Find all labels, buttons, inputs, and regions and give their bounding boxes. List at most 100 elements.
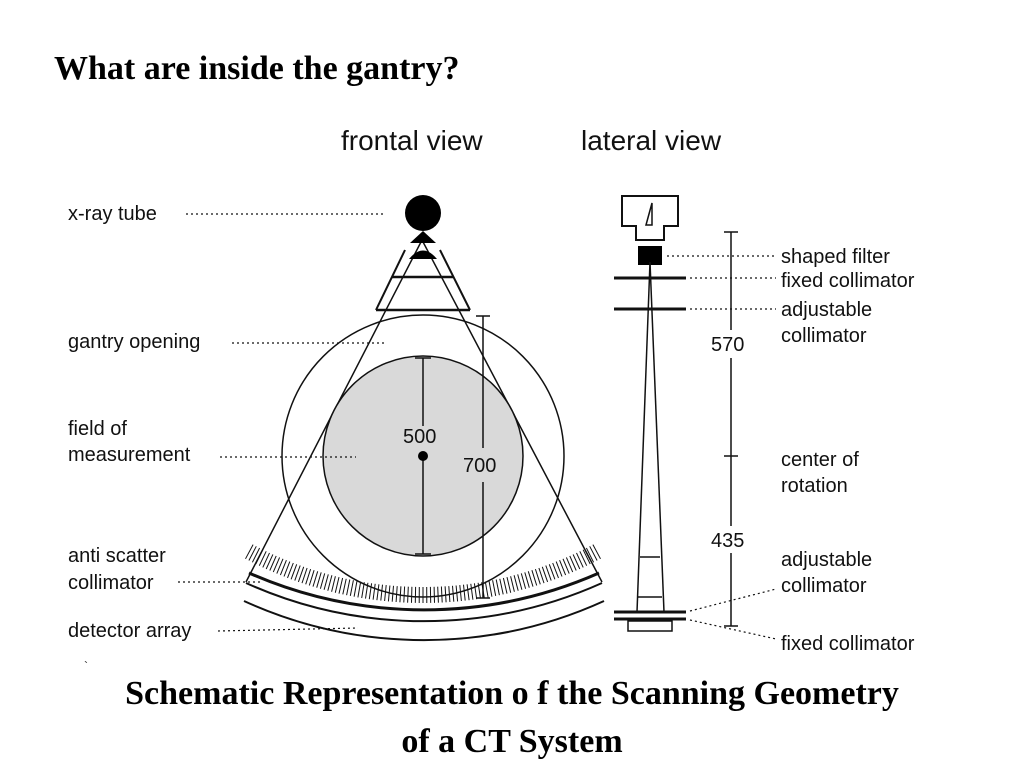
shaped-filter-block [638, 246, 662, 265]
detector-element [463, 584, 466, 601]
dimension-700: 700 [463, 455, 496, 477]
dimension-435: 435 [711, 530, 744, 552]
detector-element [380, 584, 383, 601]
detector-element [384, 585, 387, 602]
detector-element [499, 578, 504, 595]
detector-element [391, 585, 394, 602]
lateral-beam-left [636, 261, 651, 613]
detector-element [569, 555, 577, 571]
dimension-500: 500 [403, 426, 436, 448]
detector-element [506, 576, 512, 593]
detector-element [301, 567, 308, 584]
detector-element [255, 549, 264, 565]
detector-element [334, 576, 340, 593]
detector-element [477, 582, 481, 599]
detector-element [520, 573, 527, 589]
caption-line-1: Schematic Representation o f the Scannin… [125, 675, 899, 712]
detector-element [265, 554, 274, 570]
detector-element [582, 549, 591, 565]
detector-element [440, 586, 443, 603]
detector-element [502, 577, 508, 594]
detector-element [585, 547, 595, 563]
label-field-of-measurement-1: field of [68, 418, 127, 440]
lateral-tube-housing [621, 195, 679, 241]
detector-element [346, 579, 351, 596]
detector-element [305, 568, 312, 585]
detector-element [297, 566, 305, 583]
detector-element [290, 564, 298, 580]
anti-scatter-collimator-arc [248, 571, 600, 612]
detector-element [269, 555, 277, 571]
detector-element [555, 561, 563, 577]
label-adjustable-collimator-bottom-1: adjustable [781, 549, 872, 571]
label-adjustable-collimator-bottom-2: collimator [781, 575, 867, 597]
detector-element [592, 544, 601, 560]
detector-element [572, 554, 581, 570]
detector-element [272, 557, 281, 573]
detector-element [517, 574, 523, 590]
bowtie-filter-icon [409, 250, 437, 259]
detector-element [287, 562, 294, 579]
detector-element [579, 551, 588, 566]
detector-element [444, 586, 447, 603]
detector-element [470, 583, 474, 600]
detector-element [245, 544, 254, 560]
label-center-of-rotation-1: center of [781, 449, 859, 471]
detector-element [538, 567, 545, 584]
lateral-view [614, 195, 777, 640]
detector-element [484, 581, 489, 598]
detector-element [545, 565, 552, 581]
detector-element [338, 577, 344, 594]
detector-element [342, 578, 347, 595]
detector-element [372, 583, 376, 600]
detector-elements [245, 544, 601, 604]
detector-element [459, 585, 462, 602]
leader-detector-array [217, 627, 359, 632]
detector-element [576, 552, 584, 568]
detector-element [559, 560, 567, 576]
detector-element [448, 586, 451, 603]
label-shaped-filter: shaped filter [781, 246, 890, 268]
detector-element [531, 570, 538, 586]
detector-element [492, 580, 497, 596]
collimator-housing-left [375, 249, 406, 311]
label-gantry-opening: gantry opening [68, 331, 200, 353]
detector-element [589, 546, 598, 561]
frontal-view-heading: frontal view [341, 125, 483, 156]
detector-element [262, 552, 270, 568]
detector-element [481, 582, 485, 599]
detector-element [258, 551, 267, 566]
detector-element [524, 572, 530, 588]
lateral-leader-lines [667, 255, 777, 640]
detector-element [323, 574, 329, 590]
detector-element [399, 586, 402, 603]
detector-element [488, 580, 493, 597]
detector-element [534, 568, 541, 585]
detector-element [308, 570, 315, 586]
frontal-view [178, 195, 605, 642]
detector-element [541, 566, 549, 583]
lateral-detector [627, 620, 673, 632]
lateral-view-heading: lateral view [581, 125, 722, 156]
detector-element [365, 582, 369, 599]
detector-element [562, 558, 570, 574]
detector-array-outer-arc [243, 600, 605, 642]
detector-element [548, 564, 556, 580]
detector-element [357, 581, 362, 598]
detector-element [251, 547, 261, 563]
detector-element [395, 586, 398, 603]
detector-element [387, 585, 391, 602]
detector-element [331, 576, 336, 592]
detector-element [565, 557, 574, 573]
detector-element [513, 575, 519, 591]
xray-tube-icon [405, 195, 441, 231]
detector-element [327, 575, 333, 591]
label-xray-tube: x-ray tube [68, 203, 157, 225]
detector-element [455, 585, 459, 602]
label-anti-scatter-1: anti scatter [68, 545, 166, 567]
detector-element [403, 586, 406, 603]
label-field-of-measurement-2: measurement [68, 444, 191, 466]
collimator-housing-right [439, 249, 471, 311]
caption-line-2: of a CT System [401, 723, 623, 760]
